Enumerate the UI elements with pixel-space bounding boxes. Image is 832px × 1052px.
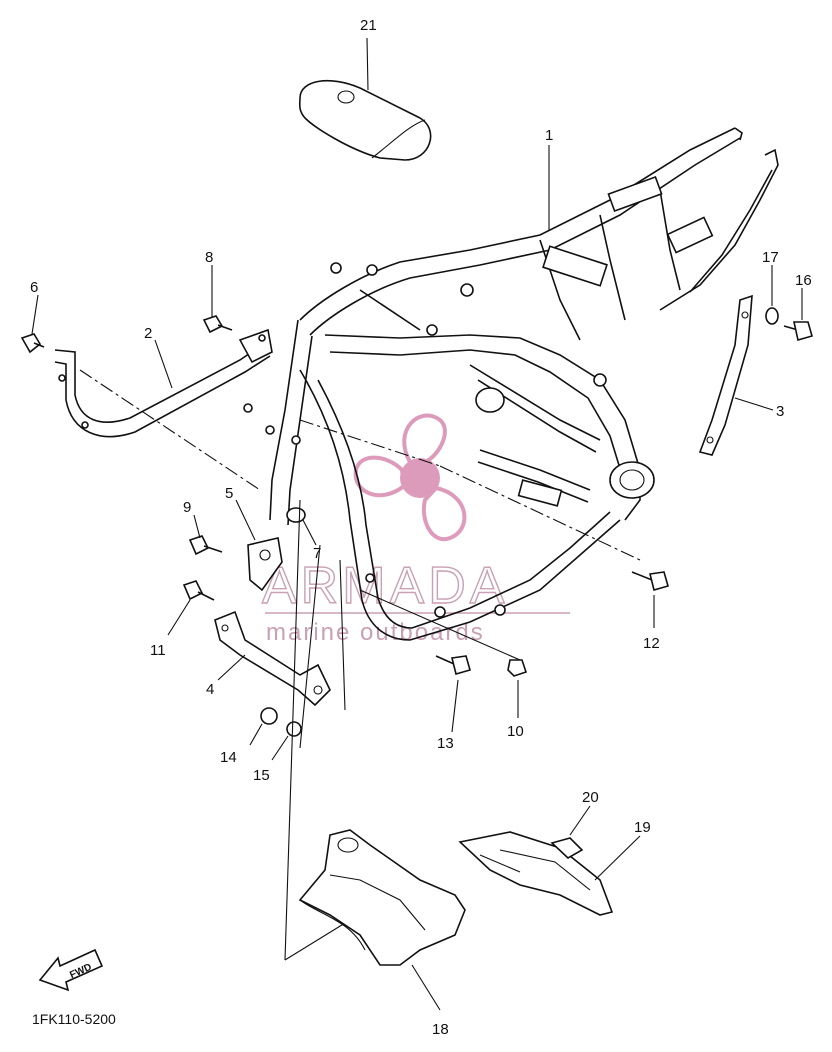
label-16: 16 xyxy=(795,272,812,289)
fastener-15 xyxy=(271,721,302,761)
watermark-tagline: marine outboards xyxy=(266,619,485,646)
part-1-main-frame xyxy=(243,127,779,641)
label-6: 6 xyxy=(30,279,38,296)
label-1: 1 xyxy=(545,127,553,144)
part-3-stay xyxy=(698,294,774,456)
fastener-16 xyxy=(783,288,813,342)
part-21-pad xyxy=(298,37,432,161)
fastener-10 xyxy=(507,659,528,718)
part-2-bracket xyxy=(54,328,273,491)
label-10: 10 xyxy=(507,723,524,740)
label-17: 17 xyxy=(762,249,779,266)
label-3: 3 xyxy=(776,403,784,420)
part-19-guard xyxy=(458,831,641,916)
part-20-clip xyxy=(550,805,591,859)
label-11: 11 xyxy=(150,642,166,659)
label-18: 18 xyxy=(432,1021,449,1038)
drawing-code: 1FK110-5200 xyxy=(32,1011,116,1027)
forward-arrow-icon: FWD xyxy=(38,948,104,992)
fastener-6 xyxy=(20,294,45,354)
watermark-brand: ARMADA xyxy=(262,557,508,615)
assembly-lines xyxy=(284,419,641,961)
label-15: 15 xyxy=(253,767,270,784)
fastener-9 xyxy=(188,514,223,556)
fastener-17 xyxy=(765,265,779,325)
label-13: 13 xyxy=(437,735,454,752)
part-labels: 21 1 8 6 2 17 16 3 5 9 7 11 12 4 10 13 1… xyxy=(30,17,812,1038)
label-8: 8 xyxy=(205,249,213,266)
label-14: 14 xyxy=(220,749,237,766)
fastener-13 xyxy=(435,655,471,733)
label-5: 5 xyxy=(225,485,233,502)
label-19: 19 xyxy=(634,819,651,836)
fastener-12 xyxy=(631,571,669,628)
label-20: 20 xyxy=(582,789,599,806)
part-5-plate xyxy=(235,499,283,592)
fastener-8 xyxy=(202,265,233,334)
label-12: 12 xyxy=(643,635,660,652)
label-4: 4 xyxy=(206,681,214,698)
label-9: 9 xyxy=(183,499,191,516)
label-21: 21 xyxy=(360,17,377,34)
part-4-lower-bracket xyxy=(214,610,331,707)
armada-logo xyxy=(353,413,467,542)
fastener-14 xyxy=(249,707,278,746)
label-2: 2 xyxy=(144,325,152,342)
fastener-7 xyxy=(286,507,317,546)
part-18-cover xyxy=(298,829,466,1011)
fastener-11 xyxy=(167,580,215,636)
label-7: 7 xyxy=(313,545,321,562)
